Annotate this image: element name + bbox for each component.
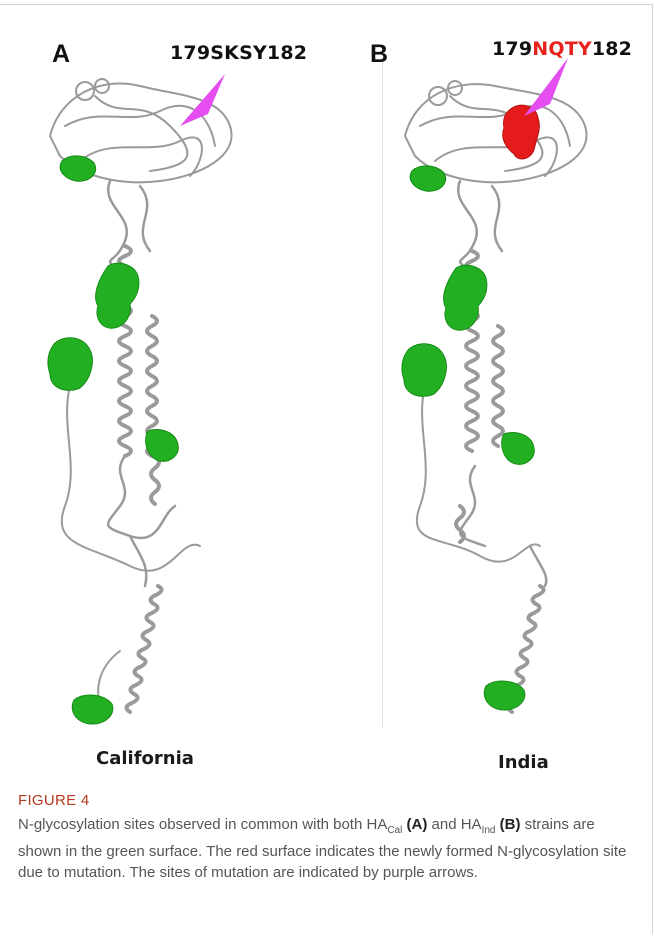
glycan-site-a3 <box>48 338 92 391</box>
figure-caption: N-glycosylation sites observed in common… <box>18 814 638 883</box>
glycan-site-a2 <box>96 263 139 328</box>
glycan-site-b2 <box>444 265 487 330</box>
caption-text-1: N-glycosylation sites observed in common… <box>18 816 387 833</box>
glycan-site-b4 <box>502 433 535 465</box>
panel-b-protein-structure <box>400 66 610 726</box>
panel-b-strain-name: India <box>498 752 549 773</box>
panel-divider <box>382 60 383 728</box>
panel-b-site-residues: NQTY <box>532 38 592 60</box>
panel-a-protein-structure <box>40 66 250 726</box>
panel-a-strain-name: California <box>96 748 194 769</box>
caption-text-2: and HA <box>432 816 482 833</box>
panel-b-site-suffix: 182 <box>592 38 632 60</box>
panel-b-letter: B <box>370 40 388 69</box>
caption-subscript-cal: Cal <box>387 825 402 836</box>
caption-ref-a: (A) <box>407 816 428 833</box>
panel-a-site-label: 179SKSY182 <box>170 42 307 64</box>
panel-a-site-prefix: 179 <box>170 42 210 64</box>
panel-a-glycosylation-surfaces <box>48 156 178 724</box>
glycan-site-a5 <box>72 695 113 724</box>
panel-b-site-label: 179NQTY182 <box>492 38 632 60</box>
glycan-site-b1 <box>410 166 445 191</box>
figure-label: FIGURE 4 <box>18 792 90 809</box>
glycan-site-b5 <box>484 681 525 710</box>
caption-subscript-ind: Ind <box>482 825 496 836</box>
caption-ref-b: (B) <box>500 816 521 833</box>
panel-a-site-suffix: 182 <box>267 42 307 64</box>
glycan-site-b3 <box>402 344 446 397</box>
glycan-site-a1 <box>60 156 95 181</box>
panel-a-letter: A <box>52 40 70 69</box>
panel-a-site-residues: SKSY <box>210 42 267 64</box>
panel-b-new-glycosylation-site <box>503 105 540 159</box>
panel-b-site-prefix: 179 <box>492 38 532 60</box>
panel-b-glycosylation-surfaces <box>402 166 534 710</box>
